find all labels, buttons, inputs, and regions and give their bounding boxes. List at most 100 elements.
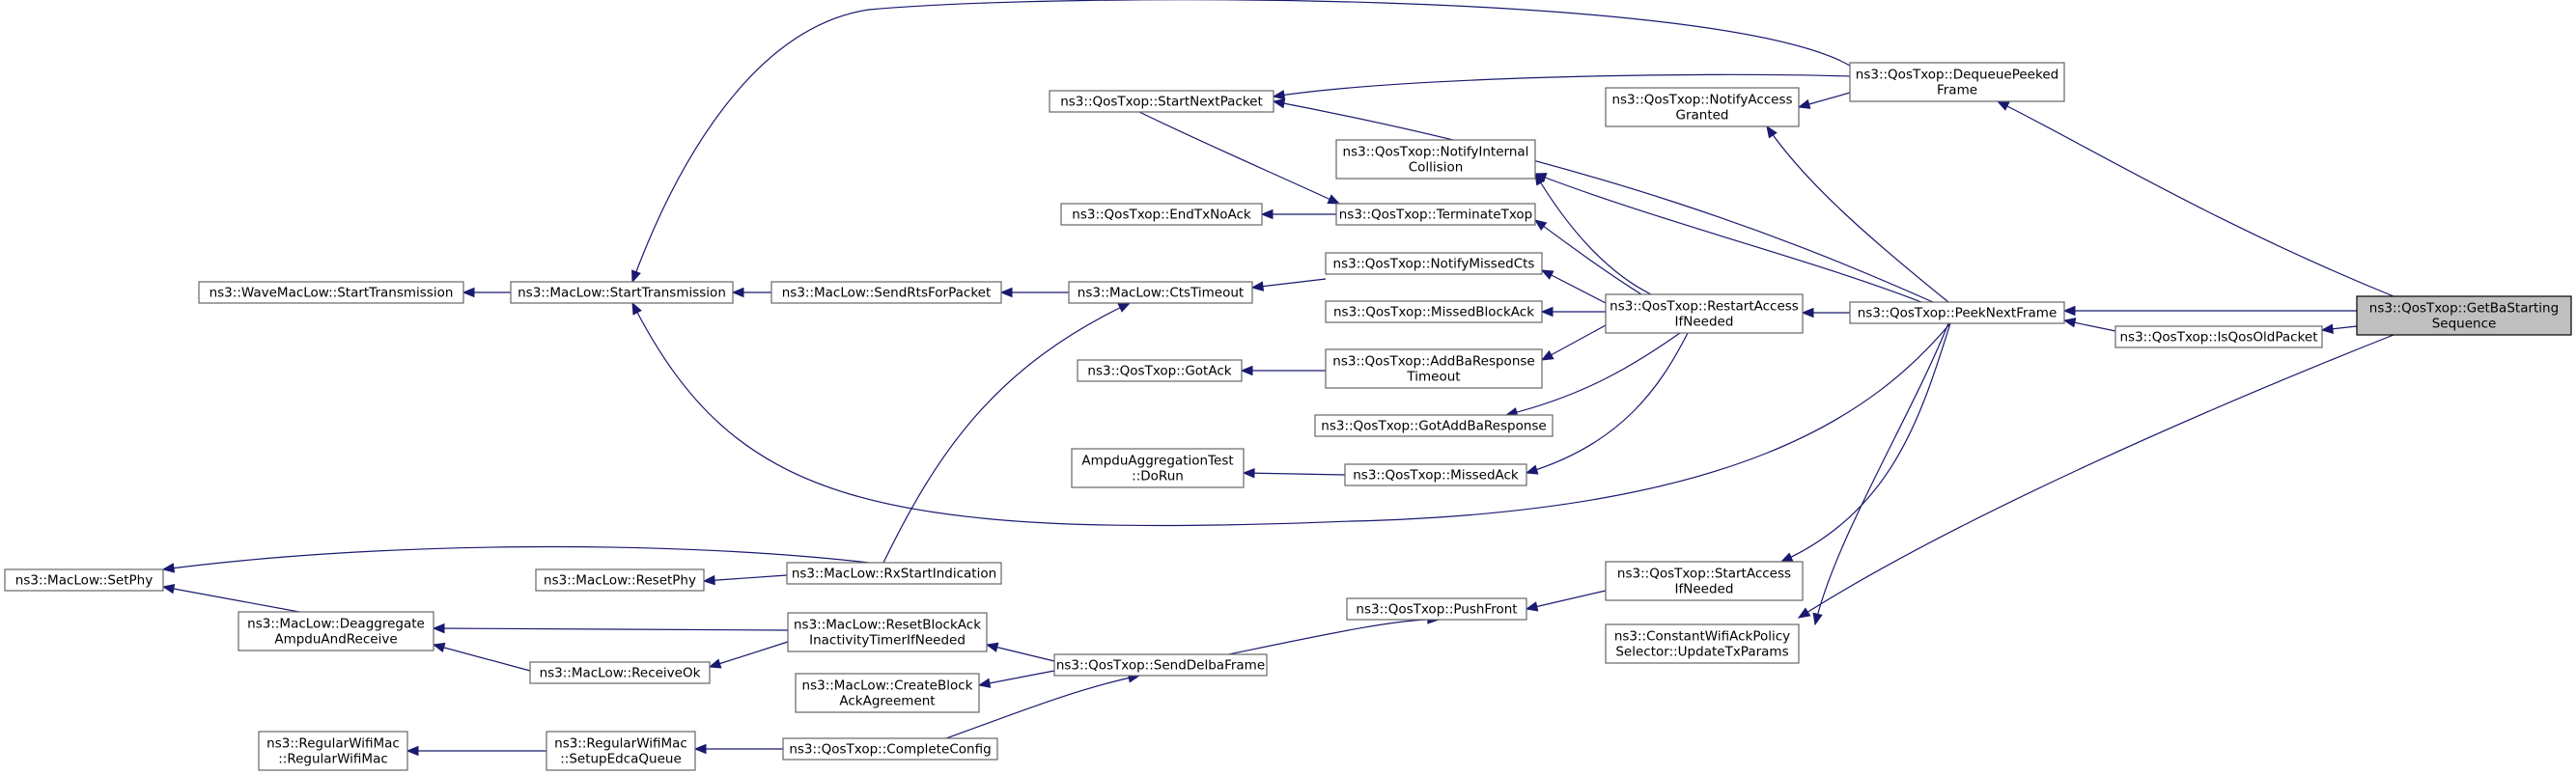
node-missedblock[interactable]: ns3::QosTxop::MissedBlockAck	[1325, 300, 1543, 323]
node-missedack[interactable]: ns3::QosTxop::MissedAck	[1344, 463, 1527, 486]
edge-restart-to-addbaresp	[1540, 324, 1607, 361]
edge-terminate-to-endtxnoack	[1260, 208, 1336, 220]
arrow-head-icon	[1797, 607, 1811, 619]
edge-addbaresp-to-gotack	[1240, 365, 1326, 376]
edge-line	[1541, 269, 1607, 304]
arrow-head-icon	[432, 623, 445, 634]
edge-rxstart-to-setphy	[161, 545, 870, 573]
node-terminate[interactable]: ns3::QosTxop::TerminateTxop	[1335, 203, 1536, 226]
edge-peeknext-to-restart	[1801, 307, 1850, 318]
node-box	[535, 568, 705, 592]
arrow-head-icon	[1766, 125, 1778, 139]
node-ampdutest[interactable]: AmpduAggregationTest::DoRun	[1071, 448, 1245, 488]
node-receiveok[interactable]: ns3::MacLow::ReceiveOk	[529, 661, 711, 684]
edge-missedack-to-ampdutest	[1242, 467, 1346, 479]
node-resetblock[interactable]: ns3::MacLow::ResetBlockAckInactivityTime…	[787, 612, 988, 652]
arrow-head-icon	[1260, 208, 1274, 220]
node-label: ns3::QosTxop::PeekNextFrame	[1858, 306, 2058, 321]
edge-line	[1526, 332, 1689, 474]
node-setphy[interactable]: ns3::MacLow::SetPhy	[4, 568, 164, 592]
edge-dequeue-to-notifyaccess	[1797, 92, 1851, 109]
node-label: InactivityTimerIfNeeded	[809, 633, 966, 649]
node-endtxnoack[interactable]: ns3::QosTxop::EndTxNoAck	[1060, 203, 1263, 226]
node-setupedca[interactable]: ns3::RegularWifiMac::SetupEdcaQueue	[546, 731, 696, 771]
edge-restart-to-terminate	[1533, 219, 1642, 295]
node-updatetx[interactable]: ns3::ConstantWifiAckPolicySelector::Upda…	[1605, 623, 1800, 664]
arrow-head-icon	[1534, 172, 1546, 186]
arrow-head-icon	[631, 269, 641, 284]
node-label: ::RegularWifiMac	[278, 752, 388, 767]
node-box	[1071, 448, 1245, 488]
edge-line	[1780, 322, 1951, 563]
node-box	[770, 281, 1002, 304]
arrow-head-icon	[702, 574, 715, 586]
edge-line	[1218, 619, 1440, 657]
arrow-head-icon	[1525, 601, 1539, 612]
node-label: Selector::UpdateTxParams	[1615, 645, 1788, 660]
node-label: Sequence	[2432, 317, 2497, 332]
edge-line	[703, 574, 788, 582]
arrow-head-icon	[1242, 467, 1255, 479]
node-label: ::DoRun	[1132, 469, 1184, 484]
node-label: Collision	[1409, 160, 1464, 176]
node-label: ns3::MacLow::SetPhy	[15, 573, 153, 589]
node-gotack[interactable]: ns3::QosTxop::GotAck	[1077, 359, 1243, 382]
node-label: ns3::QosTxop::MissedBlockAck	[1333, 305, 1534, 320]
node-notifymissedcts[interactable]: ns3::QosTxop::NotifyMissedCts	[1325, 252, 1543, 275]
node-peeknext[interactable]: ns3::QosTxop::PeekNextFrame	[1849, 301, 2065, 324]
node-regularwifimac[interactable]: ns3::RegularWifiMac::RegularWifiMac	[258, 731, 408, 771]
node-label: ns3::MacLow::RxStartIndication	[792, 567, 996, 582]
edge-dequeue-to-startnext	[1272, 73, 1851, 100]
node-resetphy[interactable]: ns3::MacLow::ResetPhy	[535, 568, 705, 592]
node-label: ns3::QosTxop::RestartAccess	[1610, 299, 1799, 315]
node-label: ns3::MacLow::StartTransmission	[518, 286, 726, 301]
node-maclowstart[interactable]: ns3::MacLow::StartTransmission	[510, 281, 734, 304]
node-label: ns3::QosTxop::NotifyMissedCts	[1333, 257, 1535, 272]
edge-line	[1534, 173, 1652, 295]
node-box	[1325, 348, 1543, 389]
node-ctstimeout[interactable]: ns3::MacLow::CtsTimeout	[1068, 281, 1253, 304]
node-startnext[interactable]: ns3::QosTxop::StartNextPacket	[1049, 90, 1274, 113]
node-pushfront[interactable]: ns3::QosTxop::PushFront	[1346, 597, 1527, 621]
node-senddelba[interactable]: ns3::QosTxop::SendDelbaFrame	[1053, 653, 1268, 677]
arrow-head-icon	[2062, 318, 2077, 328]
node-rxstart[interactable]: ns3::MacLow::RxStartIndication	[786, 562, 1002, 585]
arrow-head-icon	[693, 743, 707, 755]
node-label: Frame	[1937, 83, 1977, 98]
arrow-head-icon	[708, 658, 722, 669]
edge-getba-to-dequeue	[1996, 100, 2394, 297]
node-gotaddba[interactable]: ns3::QosTxop::GotAddBaResponse	[1314, 414, 1554, 437]
edge-restart-to-missedblock	[1540, 306, 1606, 318]
edge-line	[882, 302, 1131, 564]
node-label: ns3::RegularWifiMac	[266, 736, 400, 752]
edge-resetblock-to-deaggregate	[432, 623, 789, 634]
node-sendrts[interactable]: ns3::MacLow::SendRtsForPacket	[770, 281, 1002, 304]
node-box	[1335, 203, 1536, 226]
node-wavestart[interactable]: ns3::WaveMacLow::StartTransmission	[198, 281, 464, 304]
arrow-head-icon	[731, 287, 744, 298]
node-box	[2114, 325, 2323, 348]
node-label: ns3::MacLow::ReceiveOk	[540, 666, 701, 681]
node-box	[2356, 295, 2572, 336]
node-label: ns3::QosTxop::MissedAck	[1353, 468, 1519, 484]
edge-ctstimeout-to-sendrts	[999, 287, 1069, 298]
edge-line	[1251, 278, 1327, 289]
node-label: IfNeeded	[1675, 582, 1734, 597]
node-isqosold[interactable]: ns3::QosTxop::IsQosOldPacket	[2114, 325, 2323, 348]
node-label: AckAgreement	[839, 694, 935, 709]
node-completeconfig[interactable]: ns3::QosTxop::CompleteConfig	[782, 737, 998, 761]
edge-peeknext-to-startaccess	[1779, 322, 1951, 563]
edge-line	[1526, 590, 1607, 610]
edge-resetblock-to-receiveok	[708, 641, 789, 669]
node-box	[787, 612, 988, 652]
